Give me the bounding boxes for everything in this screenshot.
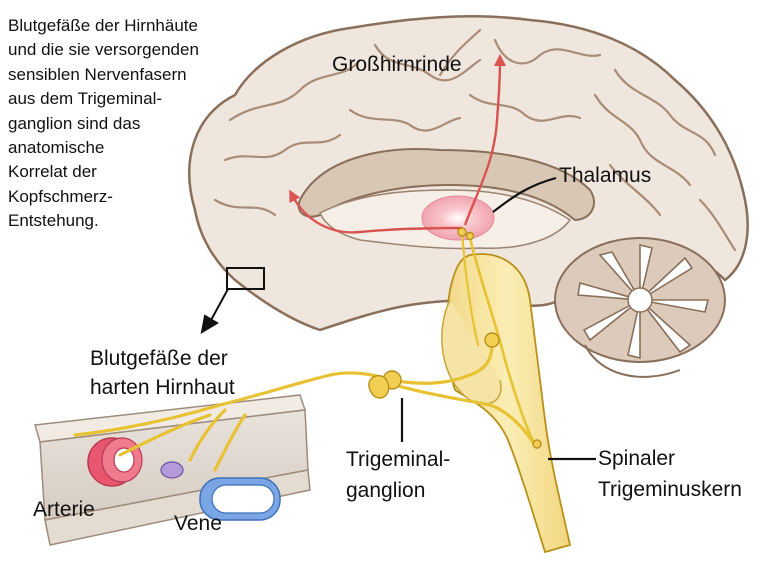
gyri xyxy=(213,28,737,252)
trigeminal-fibers xyxy=(73,230,537,472)
label-thalamus: Thalamus xyxy=(559,164,652,187)
intro-paragraph: Blutgefäße der Hirnhäute und die sie ver… xyxy=(8,14,258,234)
label-nucleus-line2: Trigeminuskern xyxy=(598,478,742,501)
thalamocortical-pathways xyxy=(289,54,506,234)
inset-marker-box xyxy=(226,267,265,290)
label-ganglion-line2: ganglion xyxy=(346,479,426,502)
intro-line: ganglion sind das xyxy=(8,113,141,133)
label-nucleus-line1: Spinaler xyxy=(598,447,676,470)
intro-line: Entstehung. xyxy=(8,211,99,231)
label-ganglion-line1: Trigeminal- xyxy=(346,448,451,471)
ganglion-bodies xyxy=(368,227,542,449)
label-artery: Arterie xyxy=(33,498,95,521)
intro-line: sensiblen Nervenfasern xyxy=(8,64,187,84)
small-vessel xyxy=(160,461,184,479)
intro-line: anatomische xyxy=(8,138,105,158)
label-vein: Vene xyxy=(174,512,222,535)
label-cortex: Großhirnrinde xyxy=(332,53,462,76)
intro-line: Korrelat der xyxy=(8,162,97,182)
label-dura-vessels-line1: Blutgefäße der xyxy=(90,347,228,370)
vein-cross-section xyxy=(199,477,281,521)
cerebellum xyxy=(554,237,726,378)
inset-arrow xyxy=(200,288,229,335)
label-dura-vessels-line2: harten Hirnhaut xyxy=(90,376,235,399)
intro-line: und die sie versorgenden xyxy=(8,40,199,60)
intro-line: Kopfschmerz- xyxy=(8,186,113,206)
intro-line: aus dem Trigeminal- xyxy=(8,89,163,109)
leader-lines xyxy=(400,176,596,461)
intro-line: Blutgefäße der Hirnhäute xyxy=(8,16,198,35)
